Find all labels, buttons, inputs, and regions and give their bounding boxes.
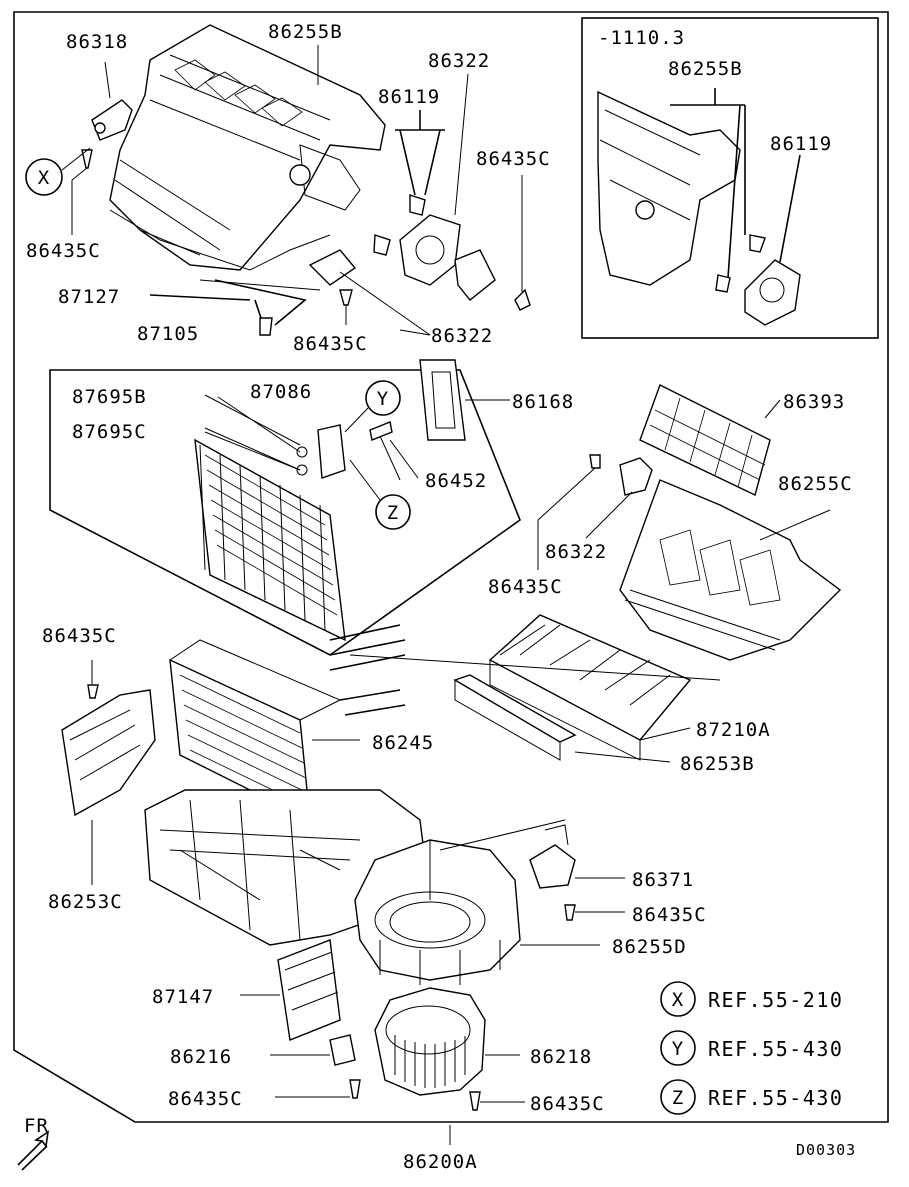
bottom-screws (275, 1079, 525, 1145)
label-86255C: 86255C (778, 473, 853, 495)
label-86218: 86218 (530, 1046, 592, 1068)
reference-y-text: REF.55-430 (708, 1037, 843, 1061)
label-86435C-bottom-left: 86435C (168, 1088, 243, 1110)
reference-y-letter: Y (672, 1038, 684, 1060)
part-86255D-blower-housing (354, 819, 600, 985)
label-86435C-mid: 86435C (293, 333, 368, 355)
label-87147: 87147 (152, 986, 214, 1008)
label-86435C-right: 86435C (488, 576, 563, 598)
screws (71, 149, 531, 325)
part-86393-cover (639, 384, 781, 496)
label-86435C-far-left: 86435C (42, 625, 117, 647)
part-87105-evaporator (49, 369, 521, 671)
callout-y-letter: Y (377, 388, 389, 410)
label-87127: 87127 (58, 286, 120, 308)
callout-x: X (25, 147, 91, 196)
label-86253C: 86253C (48, 891, 123, 913)
part-86168-seal (419, 359, 510, 441)
reference-legend: X REF.55-210 Y REF.55-430 Z REF.55-430 (660, 981, 843, 1115)
reference-z-letter: Z (672, 1087, 684, 1109)
label-86200A: 86200A (403, 1151, 478, 1173)
callout-z-letter: Z (387, 502, 399, 524)
label-86322-mid: 86322 (431, 325, 493, 347)
part-86119-clips (373, 110, 445, 256)
label-87105: 87105 (137, 323, 199, 345)
label-87210A: 87210A (696, 719, 771, 741)
reference-z-text: REF.55-430 (708, 1086, 843, 1110)
reference-x-letter: X (672, 989, 684, 1011)
part-86322-disk (399, 73, 496, 301)
label-86435C-bottom-right1: 86435C (632, 904, 707, 926)
label-86452: 86452 (425, 470, 487, 492)
label-86255D: 86255D (612, 936, 687, 958)
label-87086: 87086 (250, 381, 312, 403)
inset-box (581, 17, 879, 339)
label-87695B: 87695B (72, 386, 147, 408)
label-86119-main: 86119 (378, 86, 440, 108)
inset-assembly (597, 88, 801, 326)
part-86318-actuator (91, 61, 133, 141)
label-86322-top: 86322 (428, 50, 490, 72)
label-86435C-left: 86435C (26, 240, 101, 262)
inset-range: -1110.3 (598, 27, 685, 49)
front-arrow-icon (17, 1130, 50, 1166)
part-87210A-filter (488, 614, 692, 761)
label-86318: 86318 (66, 31, 128, 53)
front-direction-indicator: FR (17, 1115, 50, 1171)
callout-x-letter: X (38, 167, 50, 189)
label-86435C-bottom-right2: 86435C (530, 1093, 605, 1115)
inset-label-86255B: 86255B (668, 58, 743, 80)
label-86168: 86168 (512, 391, 574, 413)
label-86371: 86371 (632, 869, 694, 891)
label-87695C: 87695C (72, 421, 147, 443)
part-87127-rod (149, 279, 307, 336)
label-86393: 86393 (783, 391, 845, 413)
part-87147-panel (240, 939, 341, 1041)
reference-x-text: REF.55-210 (708, 988, 843, 1012)
part-86218-blower-motor (374, 987, 520, 1096)
inset-label-86119: 86119 (770, 133, 832, 155)
callout-y: Y (344, 380, 401, 433)
part-86253C-panel (61, 660, 156, 885)
leader-lines (204, 45, 721, 681)
part-86371-resistor (529, 824, 625, 921)
part-86255C-case (537, 454, 842, 661)
part-86322-mid (308, 249, 431, 336)
part-86216-bracket (270, 1034, 356, 1066)
label-86216: 86216 (170, 1046, 232, 1068)
front-label: FR (24, 1115, 49, 1137)
label-86255B-top: 86255B (268, 21, 343, 43)
label-86253B: 86253B (680, 753, 755, 775)
diagram-frame (13, 11, 889, 1123)
part-86253B-frame (453, 674, 671, 763)
label-86322-right: 86322 (545, 541, 607, 563)
diagram-code: D00303 (796, 1141, 856, 1159)
label-86435C-top-right: 86435C (476, 148, 551, 170)
label-86245: 86245 (372, 732, 434, 754)
upper-case-assembly (109, 24, 386, 291)
callout-z: Z (349, 459, 411, 530)
